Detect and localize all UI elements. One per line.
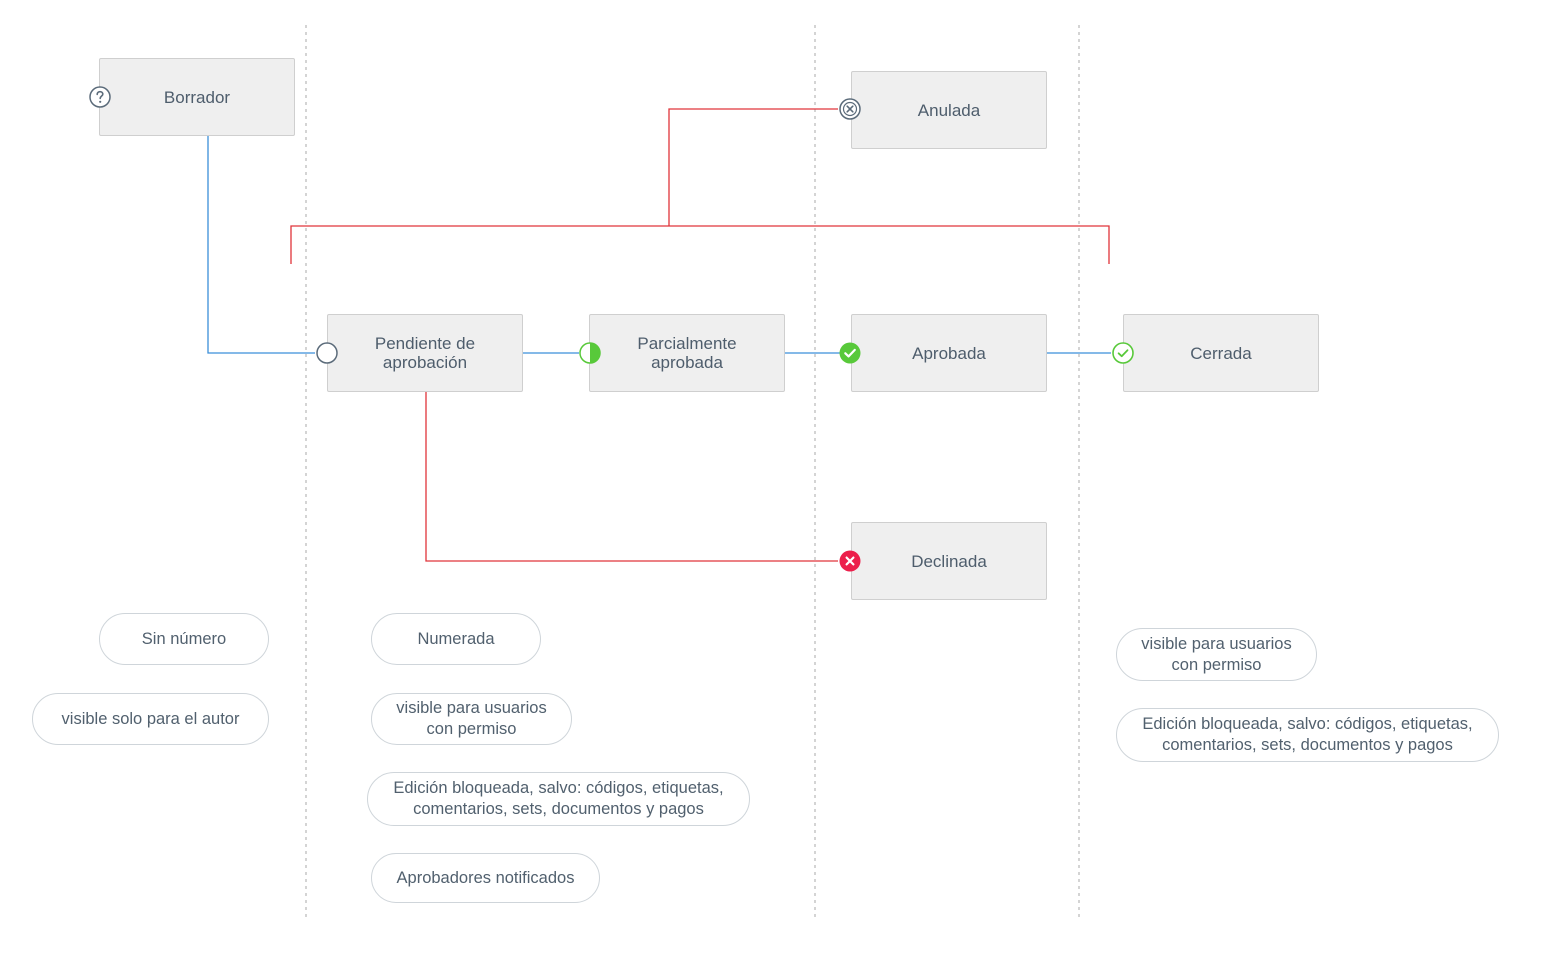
- state-declinada-label: Declinada: [911, 551, 987, 571]
- note-numerada-text: Numerada: [417, 629, 495, 648]
- state-declinada[interactable]: Declinada: [851, 522, 1047, 600]
- note-edicion-bloqueada: Edición bloqueada, salvo: códigos, etiqu…: [1116, 708, 1499, 762]
- note-edicion-bloqueada: Edición bloqueada, salvo: códigos, etiqu…: [367, 772, 750, 826]
- flow-cancel-bracket: [290, 225, 1110, 264]
- check-circle-outline-icon: [1112, 342, 1134, 364]
- state-borrador-label: Borrador: [163, 87, 231, 107]
- note-visible-permiso: visible para usuarios con permiso: [1116, 628, 1317, 681]
- empty-circle-icon: [316, 342, 338, 364]
- state-parcial[interactable]: Parcialmente aprobada: [589, 314, 785, 392]
- state-parcial-label: Parcialmente aprobada: [637, 334, 737, 372]
- state-pendiente[interactable]: Pendiente de aprobación: [327, 314, 523, 392]
- note-visible-permiso-text: visible para usuarios con permiso: [1141, 634, 1292, 674]
- state-anulada[interactable]: Anulada: [851, 71, 1047, 149]
- state-borrador[interactable]: Borrador: [99, 58, 295, 136]
- note-edicion-bloqueada-text: Edición bloqueada, salvo: códigos, etiqu…: [1142, 715, 1473, 754]
- flow-pendiente-to-declinada: [425, 392, 838, 562]
- note-solo-autor-text: visible solo para el autor: [61, 709, 240, 728]
- state-anulada-label: Anulada: [917, 100, 981, 120]
- state-cerrada[interactable]: Cerrada: [1123, 314, 1319, 392]
- flow-bracket-to-anulada: [668, 108, 838, 226]
- note-sin-numero-text: Sin número: [141, 629, 227, 648]
- note-visible-permiso-text: visible para usuarios con permiso: [396, 699, 547, 738]
- note-aprobadores-text: Aprobadores notificados: [396, 868, 575, 887]
- cancel-circle-icon: [839, 98, 861, 120]
- question-circle-icon: [89, 86, 111, 108]
- note-numerada: Numerada: [371, 613, 541, 665]
- state-pendiente-label: Pendiente de aprobación: [374, 334, 476, 372]
- state-aprobada[interactable]: Aprobada: [851, 314, 1047, 392]
- note-visible-permiso: visible para usuarios con permiso: [371, 693, 572, 745]
- half-filled-circle-icon: [579, 342, 601, 364]
- x-circle-filled-icon: [839, 550, 861, 572]
- note-solo-autor: visible solo para el autor: [32, 693, 269, 745]
- note-aprobadores: Aprobadores notificados: [371, 853, 600, 903]
- state-aprobada-label: Aprobada: [912, 343, 986, 363]
- note-edicion-bloqueada-text: Edición bloqueada, salvo: códigos, etiqu…: [393, 779, 724, 818]
- flow-borrador-to-pendiente: [207, 136, 315, 354]
- note-sin-numero: Sin número: [99, 613, 269, 665]
- state-cerrada-label: Cerrada: [1190, 343, 1252, 363]
- check-circle-filled-icon: [839, 342, 861, 364]
